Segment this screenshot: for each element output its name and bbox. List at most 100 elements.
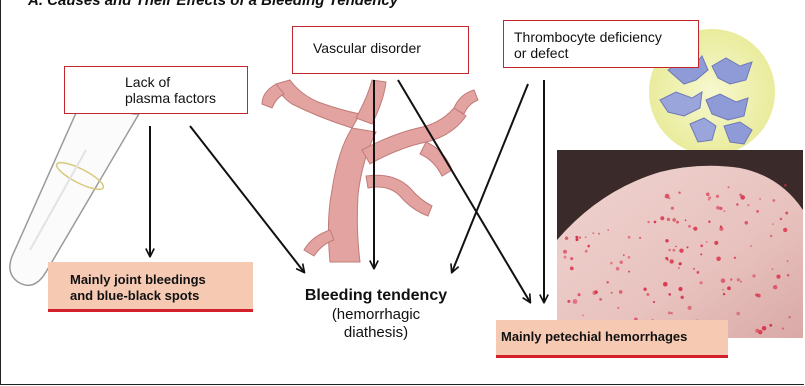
petechia-dot [772, 268, 774, 270]
arrow-plasma-to-bleeding [190, 126, 304, 272]
petechia-dot [708, 196, 711, 199]
petechia-dot [740, 195, 745, 200]
petechia-dot [654, 221, 657, 224]
petechia-dot [736, 312, 740, 316]
petechia-dot [685, 220, 687, 222]
petechia-dot [736, 203, 738, 205]
cause-plasma-line1: Lack of [125, 74, 247, 90]
cause-thrombo-line1: Thrombocyte deficiency [514, 29, 698, 45]
petechia-dot [628, 236, 631, 239]
petechia-dot [570, 257, 573, 260]
petechia-dot [598, 233, 600, 235]
petechia-dot [783, 228, 787, 232]
petechia-dot [653, 301, 655, 303]
petechia-dot [700, 281, 703, 284]
petechia-dot [663, 282, 668, 287]
petechia-dot [788, 316, 790, 318]
petechia-dot [607, 281, 609, 283]
petechia-dot [714, 241, 718, 245]
petechia-dot [592, 232, 594, 234]
bleeding-tendency-label: Bleeding tendency (hemorrhagic diathesis… [272, 286, 480, 342]
bleeding-tendency-title: Bleeding tendency [272, 286, 480, 306]
petechia-dot [678, 192, 680, 194]
cause-box-vascular-disorder: Vascular disorder [292, 26, 469, 74]
petechia-dot [678, 287, 682, 291]
petechia-dot [693, 227, 697, 231]
blood-vessel-icon [262, 80, 478, 262]
cause-box-thrombocyte: Thrombocyte deficiency or defect [503, 20, 699, 68]
petechia-dot [585, 236, 587, 238]
petechia-dot [706, 241, 708, 243]
petechia-dot [639, 237, 641, 239]
result-joint-line2: and blue-black spots [70, 288, 253, 304]
petechia-dot [619, 290, 623, 294]
petechia-dot [670, 259, 674, 263]
petechia-dot [668, 293, 671, 296]
bleeding-tendency-sub2: diathesis) [272, 324, 480, 342]
petechia-dot [722, 289, 724, 291]
petechia-dot [769, 324, 772, 327]
petechia-dot [575, 236, 578, 239]
petechia-dot [706, 193, 710, 197]
petechia-dot [620, 261, 623, 264]
petechia-dot [646, 293, 649, 296]
petechiae-skin-photo [557, 150, 803, 338]
petechia-dot [762, 326, 767, 331]
petechia-dot [578, 293, 581, 296]
petechia-dot [734, 257, 736, 259]
petechia-dot [784, 184, 787, 187]
petechia-dot [573, 299, 578, 304]
cause-vascular-label: Vascular disorder [313, 40, 468, 56]
petechia-dot [727, 286, 731, 290]
petechia-dot [579, 236, 581, 238]
petechia-dot [708, 199, 710, 201]
petechia-dot [607, 229, 609, 231]
petechia-dot [772, 223, 774, 225]
petechia-dot [773, 285, 777, 289]
petechia-dot [671, 207, 674, 210]
petechia-dot [787, 260, 789, 262]
petechia-dot [675, 246, 677, 248]
petechia-dot [747, 204, 749, 206]
petechia-dot [610, 262, 613, 265]
petechia-dot [671, 312, 673, 314]
petechia-dot [759, 198, 761, 200]
petechia-dot [567, 300, 570, 303]
petechia-dot [665, 194, 670, 199]
petechia-dot [585, 250, 588, 253]
petechia-dot [623, 254, 625, 256]
result-joint-line1: Mainly joint bleedings [70, 272, 253, 288]
result-box-petechial: Mainly petechial hemorrhages [496, 320, 728, 358]
petechia-dot [728, 186, 730, 188]
petechia-dot [582, 315, 584, 317]
petechia-dot [676, 221, 679, 224]
petechia-dot [787, 274, 790, 277]
petechia-dot [721, 278, 726, 283]
petechia-dot [757, 294, 761, 298]
petechia-dot [672, 218, 676, 222]
petechia-dot [667, 218, 670, 221]
petechia-dot [708, 221, 710, 223]
petechia-dot [755, 329, 759, 333]
petechia-dot [687, 246, 689, 248]
petechia-dot [776, 275, 780, 279]
petechia-dot [730, 278, 732, 280]
petechia-dot [611, 292, 613, 294]
petechia-dot [750, 245, 752, 247]
petechia-dot [679, 262, 682, 265]
bleeding-tendency-sub1: (hemorrhagic [272, 306, 480, 324]
petechia-dot [688, 306, 692, 310]
petechia-dot [719, 207, 722, 210]
petechia-dot [563, 250, 567, 254]
petechia-dot [673, 249, 676, 252]
petechia-dot [688, 225, 691, 228]
petechia-dot [756, 210, 759, 213]
petechia-dot [678, 267, 680, 269]
petechia-dot [681, 296, 684, 299]
petechia-dot [628, 271, 630, 273]
petechia-dot [668, 249, 670, 251]
petechia-dot [723, 293, 725, 295]
petechia-dot [693, 268, 695, 270]
petechia-dot [700, 253, 702, 255]
petechia-dot [772, 199, 775, 202]
